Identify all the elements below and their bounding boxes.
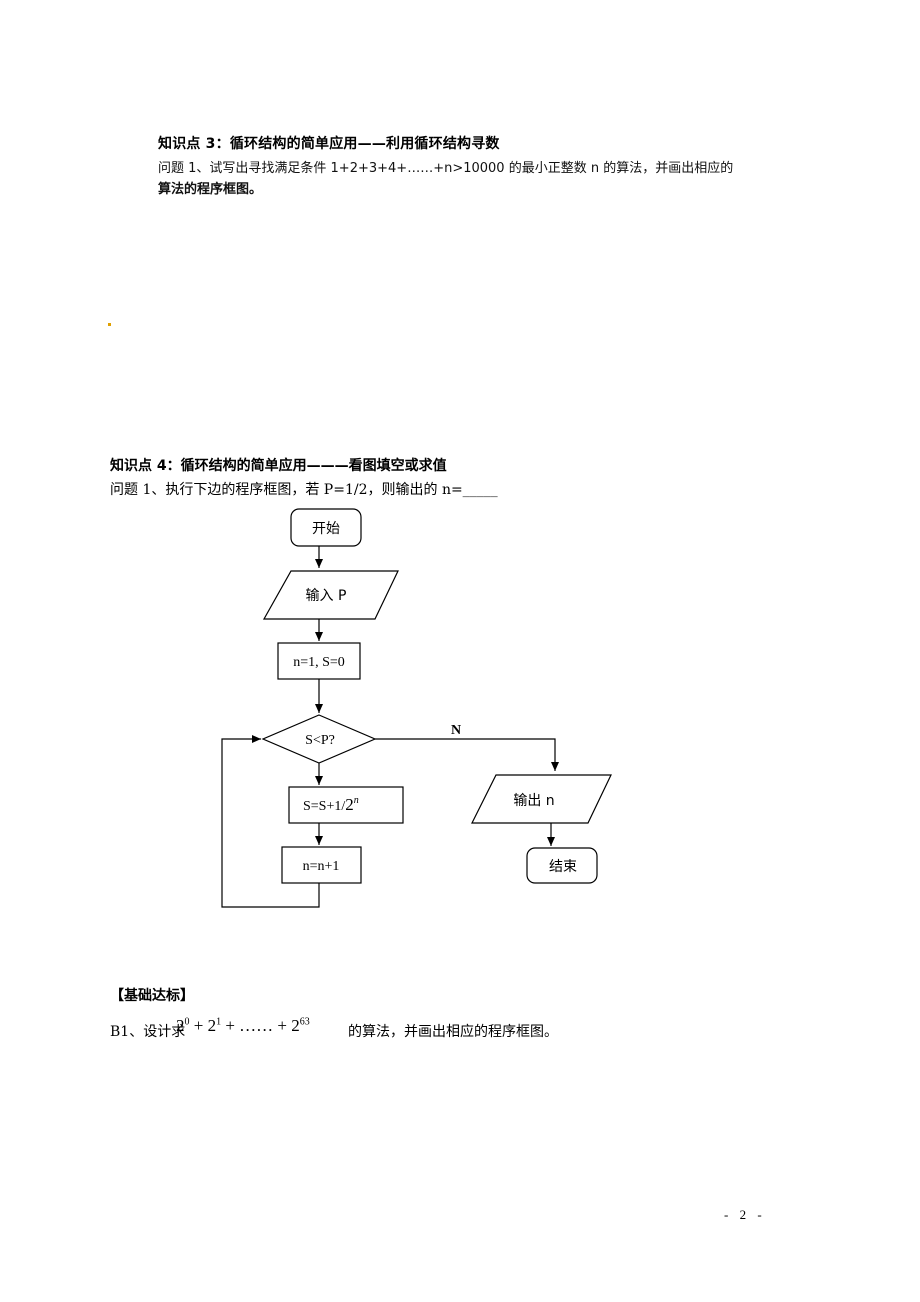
input-label: 输入 P <box>306 588 347 604</box>
update-s-label: S=S+1/2n <box>303 795 359 814</box>
no-branch-line <box>375 738 559 771</box>
update-n-box <box>281 846 362 884</box>
start-label: 开始 <box>312 521 340 537</box>
init-label: n=1, S=0 <box>293 655 345 670</box>
page-number: - 2 - <box>724 1207 766 1222</box>
section4-question: 问题 1、执行下边的程序框图，若 P=1/2，则输出的 n=_____ <box>110 482 498 498</box>
b1-formula: 20 + 21 + …… + 263 <box>176 1016 310 1035</box>
b1-suffix: 的算法，并画出相应的程序框图。 <box>348 1024 558 1040</box>
stray-mark <box>108 323 111 326</box>
no-label: N <box>451 723 461 738</box>
start-terminal <box>290 508 362 547</box>
basic-heading: 【基础达标】 <box>110 988 194 1004</box>
section3-heading: 知识点 3：循环结构的简单应用——利用循环结构寻数 <box>158 136 500 152</box>
section3-question-line1: 问题 1、试写出寻找满足条件 1+2+3+4+……+n>10000 的最小正整数… <box>158 161 734 176</box>
section4-heading: 知识点 4：循环结构的简单应用———看图填空或求值 <box>110 458 447 474</box>
section3-question-line2: 算法的程序框图。 <box>158 182 263 197</box>
input-box <box>262 570 399 620</box>
output-box <box>471 774 612 824</box>
end-label: 结束 <box>549 859 577 875</box>
b1-prefix: B1、设计求 <box>110 1024 186 1040</box>
output-label: 输出 n <box>513 793 554 809</box>
update-s-box <box>288 786 404 824</box>
update-n-label: n=n+1 <box>303 859 340 874</box>
condition-label: S<P? <box>305 733 335 748</box>
loop-back-line <box>221 735 320 908</box>
end-terminal <box>526 847 598 884</box>
init-box <box>277 642 361 680</box>
